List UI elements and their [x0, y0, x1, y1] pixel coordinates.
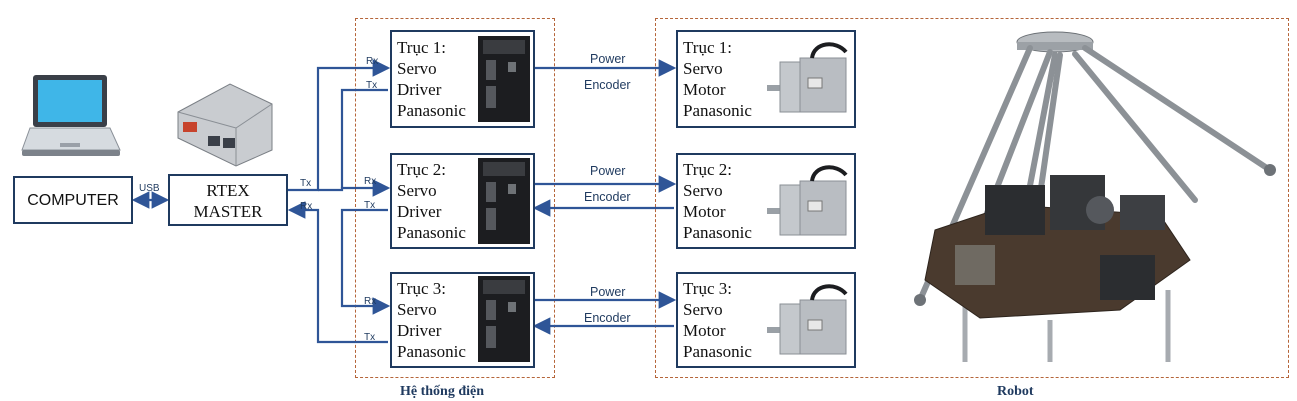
electrical-system-group [355, 18, 555, 378]
motor-line: Panasonic [683, 223, 752, 242]
driver-line: Driver [397, 202, 442, 221]
servo-motor-icon [767, 284, 848, 355]
encoder-label-2: Encoder [584, 190, 631, 204]
d1-tx-label: Tx [366, 80, 378, 91]
motor-line: Motor [683, 202, 726, 221]
computer-box: COMPUTER [13, 176, 133, 224]
driver-line: Driver [397, 321, 442, 340]
d2-tx-label: Tx [364, 200, 376, 211]
master-line1: RTEX [206, 181, 250, 200]
driver-title: Trục 2: [397, 160, 446, 179]
driver-line: Panasonic [397, 101, 466, 120]
computer-label: COMPUTER [27, 192, 119, 209]
servo-driver-icon [478, 276, 530, 362]
motor-line: Servo [683, 300, 723, 319]
master-line2: MASTER [193, 202, 263, 221]
servo-motor-icon [767, 165, 848, 236]
d2-rx-label: Rx [364, 176, 377, 187]
motor-line: Panasonic [683, 101, 752, 120]
master-tx-label: Tx [300, 178, 312, 189]
motor-title: Trục 2: [683, 160, 732, 179]
master-rx-label: Rx [300, 201, 313, 212]
servo-driver-icon [478, 36, 530, 122]
robot-title: Robot [997, 384, 1034, 399]
driver-line: Driver [397, 80, 442, 99]
robot-group [655, 18, 1289, 378]
d3-rx-label: Rx [364, 296, 377, 307]
motor-line: Servo [683, 59, 723, 78]
power-label-3: Power [590, 285, 626, 299]
usb-label: USB [139, 183, 160, 194]
power-label-1: Power [590, 52, 626, 66]
d3-tx-label: Tx [364, 332, 376, 343]
servo-motor-icon [767, 42, 848, 113]
motor-line: Panasonic [683, 342, 752, 361]
motor-line: Motor [683, 80, 726, 99]
driver-line: Servo [397, 181, 437, 200]
d1-rx-label: Rx [366, 56, 379, 67]
driver-title: Trục 1: [397, 38, 446, 57]
driver-line: Servo [397, 59, 437, 78]
rtex-master-box: RTEX MASTER [168, 174, 288, 226]
motor-line: Servo [683, 181, 723, 200]
encoder-label-3: Encoder [584, 311, 631, 325]
driver-title: Trục 3: [397, 279, 446, 298]
motor-line: Motor [683, 321, 726, 340]
electrical-system-title: Hệ thống điện [400, 384, 485, 399]
driver-line: Servo [397, 300, 437, 319]
motor-title: Trục 1: [683, 38, 732, 57]
servo-driver-icon [478, 158, 530, 244]
power-label-2: Power [590, 164, 626, 178]
encoder-label-1: Encoder [584, 78, 631, 92]
driver-line: Panasonic [397, 342, 466, 361]
driver-line: Panasonic [397, 223, 466, 242]
motor-title: Trục 3: [683, 279, 732, 298]
